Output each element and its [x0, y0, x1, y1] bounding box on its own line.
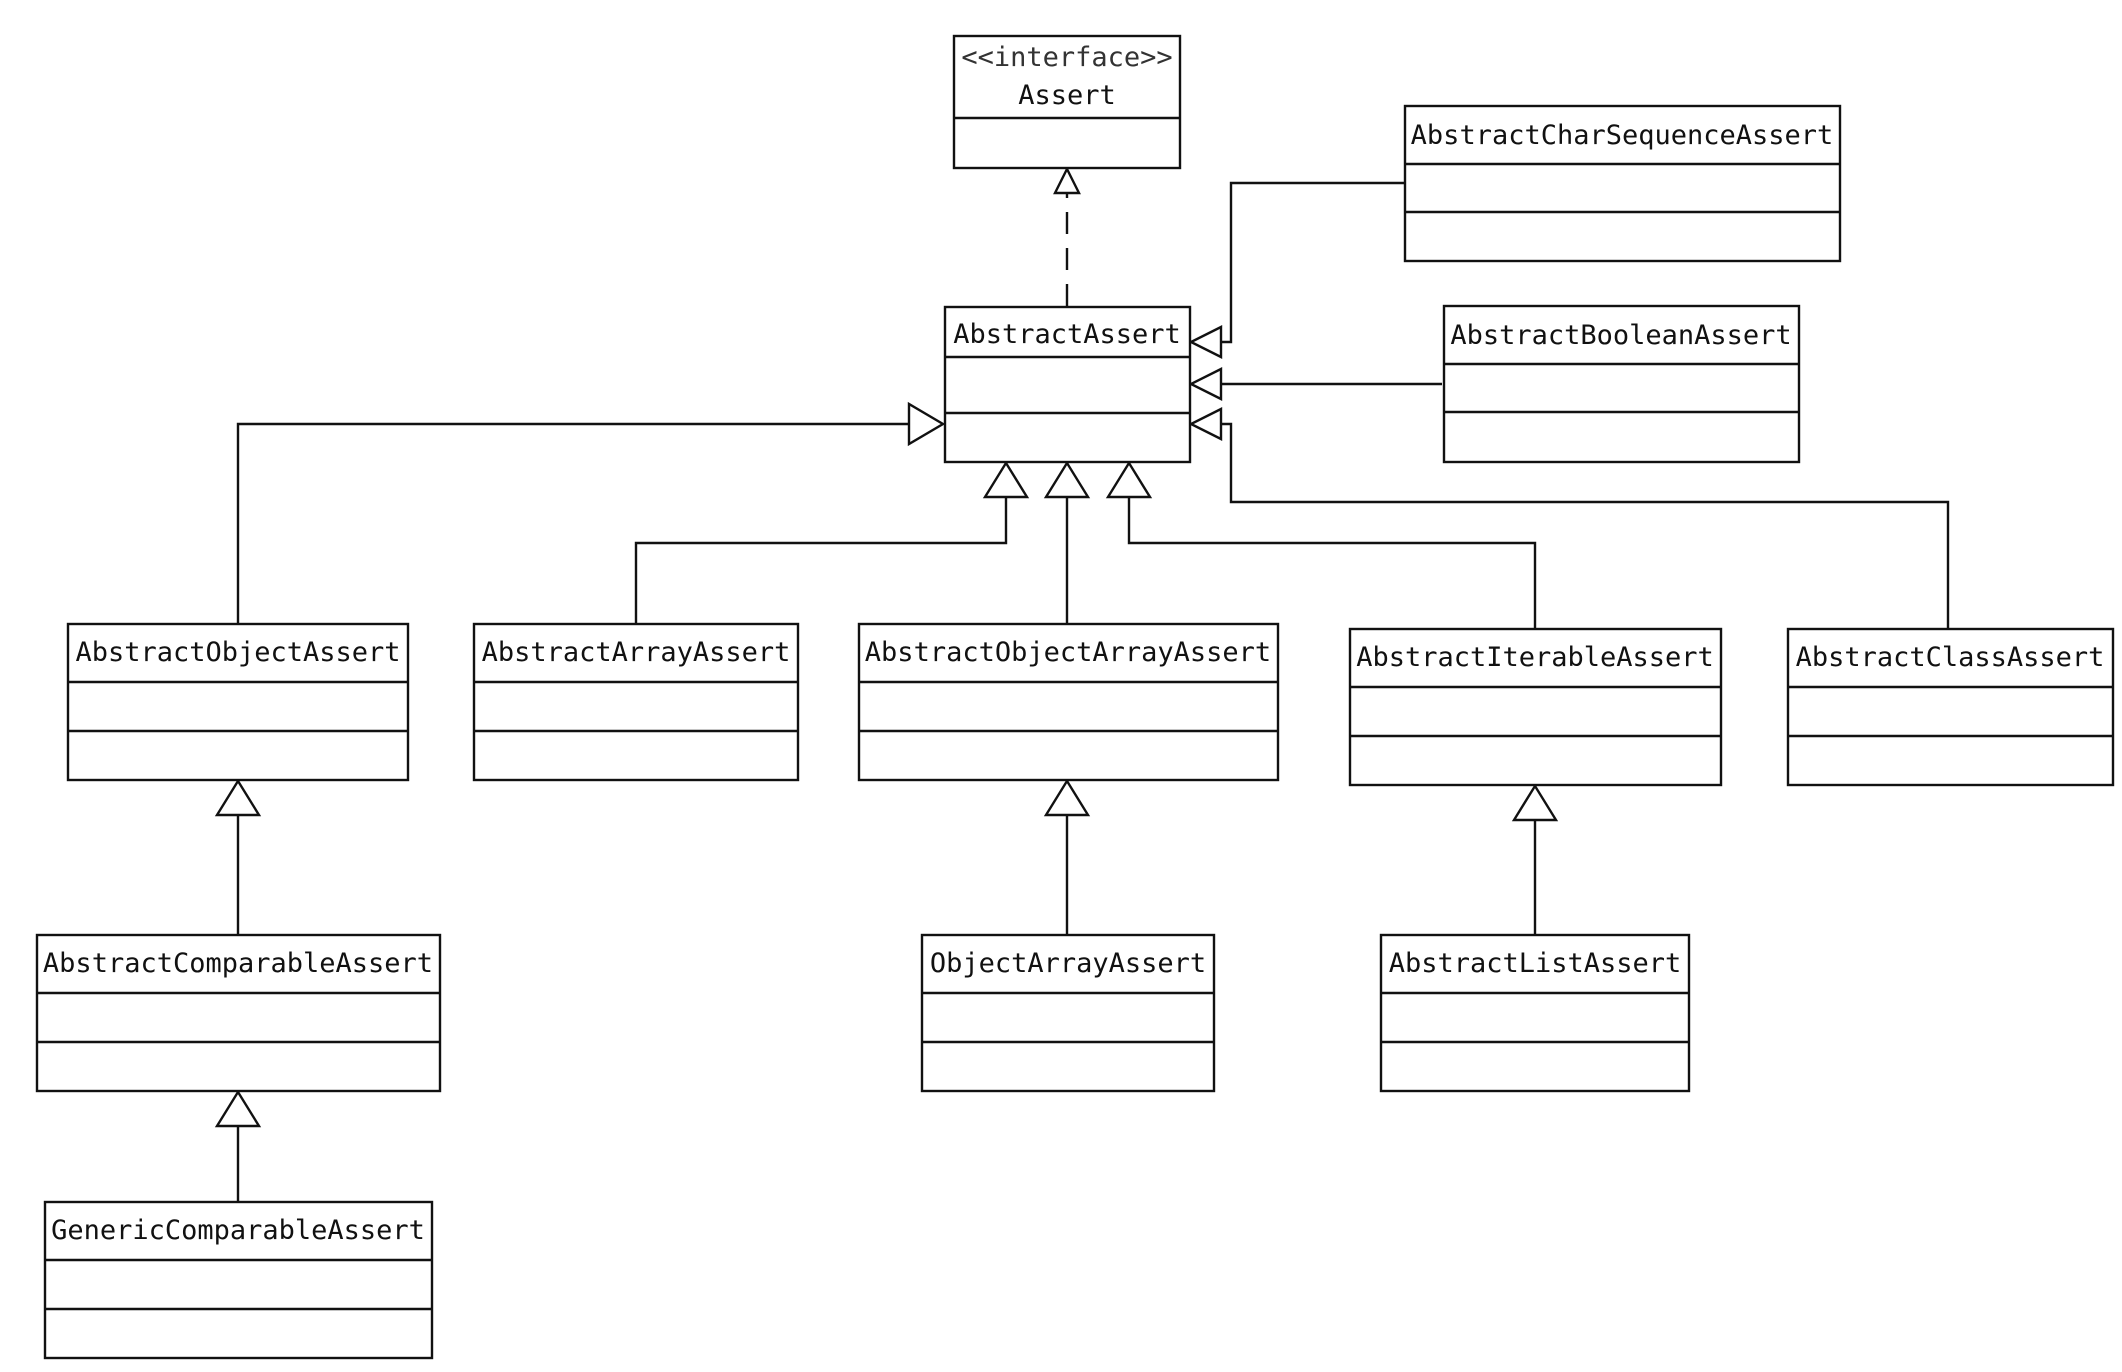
class-box-abstract-object-array-assert[interactable]: AbstractObjectArrayAssert — [857, 622, 1280, 782]
class-box-abstract-list-assert[interactable]: AbstractListAssert — [1379, 933, 1691, 1093]
class-name-abstract-class-assert: AbstractClassAssert — [1796, 642, 2105, 673]
class-name-abstract-comparable-assert: AbstractComparableAssert — [43, 948, 433, 979]
class-name-abstract-assert: AbstractAssert — [953, 319, 1181, 350]
class-box-abstract-iterable-assert[interactable]: AbstractIterableAssert — [1348, 627, 1723, 787]
class-box-abstract-assert[interactable]: AbstractAssert — [943, 305, 1192, 464]
class-box-abstract-char-sequence-assert[interactable]: AbstractCharSequenceAssert — [1403, 104, 1842, 263]
interface-stereotype: <<interface>> — [961, 42, 1172, 73]
class-box-object-array-assert[interactable]: ObjectArrayAssert — [920, 933, 1216, 1093]
class-box-generic-comparable-assert[interactable]: GenericComparableAssert — [43, 1200, 434, 1360]
class-name-abstract-boolean-assert: AbstractBooleanAssert — [1450, 320, 1791, 351]
class-box-abstract-class-assert[interactable]: AbstractClassAssert — [1786, 627, 2115, 787]
generalization-object-to-abstract-assert — [236, 401, 946, 624]
class-box-abstract-boolean-assert[interactable]: AbstractBooleanAssert — [1442, 304, 1801, 464]
generalization-boolean-to-abstract-assert — [1188, 367, 1442, 401]
class-box-abstract-object-assert[interactable]: AbstractObjectAssert — [66, 622, 410, 782]
class-name-assert: Assert — [1018, 80, 1116, 111]
generalization-char-sequence-to-abstract-assert — [1188, 181, 1405, 359]
class-box-abstract-array-assert[interactable]: AbstractArrayAssert — [472, 622, 800, 782]
class-name-abstract-array-assert: AbstractArrayAssert — [482, 637, 791, 668]
class-name-abstract-list-assert: AbstractListAssert — [1389, 948, 1682, 979]
class-name-abstract-object-assert: AbstractObjectAssert — [75, 637, 400, 668]
generalization-list-to-iterable — [1511, 783, 1559, 935]
class-name-abstract-iterable-assert: AbstractIterableAssert — [1356, 642, 1714, 673]
class-box-abstract-comparable-assert[interactable]: AbstractComparableAssert — [35, 933, 442, 1093]
class-name-object-array-assert: ObjectArrayAssert — [930, 948, 1206, 979]
generalization-object-array-to-abstract-object-array — [1043, 778, 1091, 935]
generalization-object-array-to-abstract-assert — [1043, 460, 1091, 624]
class-box-assert[interactable]: <<interface>> Assert — [952, 34, 1182, 170]
class-name-abstract-char-sequence-assert: AbstractCharSequenceAssert — [1411, 120, 1834, 151]
generalization-array-to-abstract-assert — [634, 460, 1030, 624]
generalization-generic-comparable-to-comparable — [214, 1089, 262, 1202]
class-name-abstract-object-array-assert: AbstractObjectArrayAssert — [865, 637, 1271, 668]
class-name-generic-comparable-assert: GenericComparableAssert — [51, 1215, 425, 1246]
generalization-class-to-abstract-assert — [1188, 407, 1950, 628]
generalization-comparable-to-object — [214, 778, 262, 935]
generalization-iterable-to-abstract-assert — [1105, 460, 1537, 628]
realization-abstract-assert-to-assert — [1053, 166, 1081, 306]
